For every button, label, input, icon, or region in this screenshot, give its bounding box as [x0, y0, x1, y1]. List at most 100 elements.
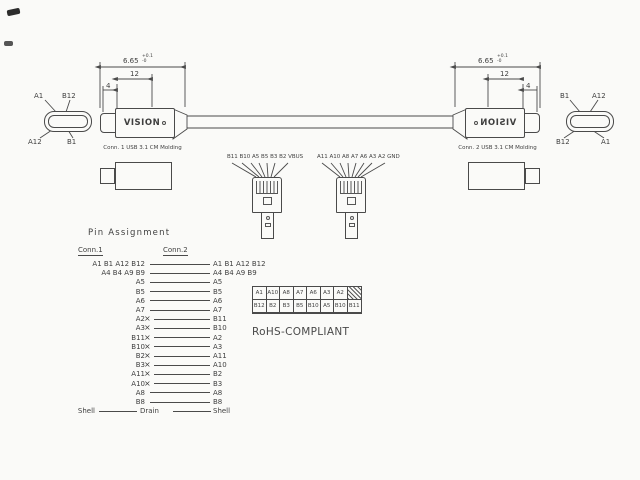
pin-row: B11×A2	[33, 332, 275, 343]
rohs-cell: A2	[334, 287, 348, 300]
crossover-mark: ×	[144, 360, 151, 370]
solder-pad	[349, 216, 354, 220]
pin-label: A8	[213, 388, 223, 397]
pin-label: B5	[135, 287, 145, 296]
crossover-mark: ×	[144, 332, 151, 342]
conn2-overmold: VISION	[465, 108, 525, 138]
dim-total-tolerance: +0.1 -0	[497, 54, 508, 64]
conn2-side-view-tip	[525, 168, 540, 184]
pin-label: B8	[135, 398, 145, 406]
pin-row: A11×B2	[33, 369, 275, 379]
pin-label: A5	[135, 278, 145, 287]
rohs-cell: A7	[293, 287, 307, 300]
pin-label: B8	[213, 398, 223, 406]
pinout-callout-left: B11 B10 A5 B5 B3 B2 VBUS	[227, 154, 304, 160]
conn2-face-tongue	[570, 115, 610, 128]
rohs-cell-hatched	[347, 287, 361, 300]
wire-line	[150, 281, 210, 283]
dim-total: 6.65	[123, 57, 139, 65]
pin-label: B10	[131, 342, 145, 351]
wire-line	[154, 346, 210, 348]
face-pin-label: B12	[556, 138, 570, 146]
wire-line	[154, 383, 210, 385]
face-pin-label: A12	[592, 92, 606, 100]
dim-total-tolerance: +0.1 -0	[142, 54, 153, 64]
pin-label: A1 B1 A12 B12	[92, 260, 145, 268]
pin-label: A4 B4 A9 B9	[101, 269, 145, 278]
cable-lines	[172, 108, 468, 140]
pin-row: A8 A8	[33, 389, 275, 398]
scan-artifact	[6, 7, 21, 17]
wire-line	[99, 410, 137, 412]
wire-line	[150, 272, 210, 274]
wire-line	[150, 263, 210, 265]
wire-line	[154, 337, 210, 339]
pinout-tail-right	[345, 212, 358, 239]
wire-line	[154, 355, 210, 357]
rohs-cell: B2	[266, 300, 280, 313]
pin-label: Shell	[213, 407, 231, 416]
pin-label: B2	[135, 352, 145, 360]
wire-line	[154, 318, 210, 320]
crossover-mark: ×	[144, 378, 151, 388]
solder-pad	[348, 223, 355, 227]
pin-row: B10×A3	[33, 342, 275, 352]
crossover-mark: ×	[144, 369, 151, 379]
rohs-cell: A6	[307, 287, 321, 300]
pin-label: A11	[131, 370, 145, 379]
dim-mold: 12	[500, 70, 509, 78]
pin-label: Shell	[77, 407, 95, 416]
shell-detail	[346, 197, 356, 205]
conn2-column-header: Conn.2	[163, 246, 188, 256]
pin-label: B3	[213, 379, 223, 388]
brand-text: VISION	[479, 118, 517, 128]
pin-label: A7	[213, 306, 223, 314]
face-pin-label: B1	[67, 138, 77, 146]
dim-total: 6.65	[478, 57, 494, 65]
rohs-cell: A1	[253, 287, 267, 300]
pin-label: A11	[213, 352, 227, 360]
pin-label: A3	[213, 342, 223, 351]
wire-line	[173, 410, 211, 412]
pinout-shell-left	[252, 177, 282, 213]
pin-row: A3×B10	[33, 323, 275, 333]
pinout-callout-right: A11 A10 A8 A7 A6 A3 A2 GND	[317, 154, 400, 160]
pinout-tail-left	[261, 212, 274, 239]
wire-line	[150, 300, 210, 302]
pin-row: A10× B3	[33, 378, 275, 389]
wire-line	[150, 392, 210, 394]
pin-label: Drain	[140, 407, 159, 416]
pin-label: B11	[213, 315, 227, 324]
pin-label: A4 B4 A9 B9	[213, 269, 257, 278]
crossover-mark: ×	[144, 351, 151, 360]
pin-contacts	[256, 181, 278, 194]
conn1-side-view-tip	[100, 168, 115, 184]
dim-tip: 4	[526, 82, 531, 90]
pin-label: A6	[135, 296, 145, 305]
conn1-molding-label: Conn. 1 USB 3.1 CM Molding	[103, 145, 182, 151]
solder-pad	[265, 216, 270, 220]
rohs-cell: B11	[347, 300, 361, 313]
rohs-compliant-label: RoHS-COMPLIANT	[252, 326, 350, 338]
pin-label: A8	[135, 388, 145, 397]
crossover-mark: ×	[144, 314, 151, 324]
tol-minus: -0	[497, 58, 502, 64]
pin-label: A10	[213, 361, 227, 370]
brand-text: VISION	[123, 118, 161, 128]
pin-label: A10	[131, 379, 145, 388]
pin-label: B10	[213, 324, 227, 333]
rohs-cell: A5	[320, 300, 334, 313]
conn1-column-header: Conn.1	[78, 246, 103, 256]
conn1-side-view-body	[115, 162, 172, 190]
pin-row: A4 B4 A9 B9 A4 B4 A9 B9	[33, 269, 275, 278]
wire-line	[154, 364, 210, 366]
pin-row: B8 B8	[33, 398, 275, 407]
pin-label: A2	[213, 333, 223, 342]
tol-minus: -0	[142, 58, 147, 64]
face-pin-label: A1	[34, 92, 44, 100]
face-pin-label: B12	[62, 92, 76, 100]
